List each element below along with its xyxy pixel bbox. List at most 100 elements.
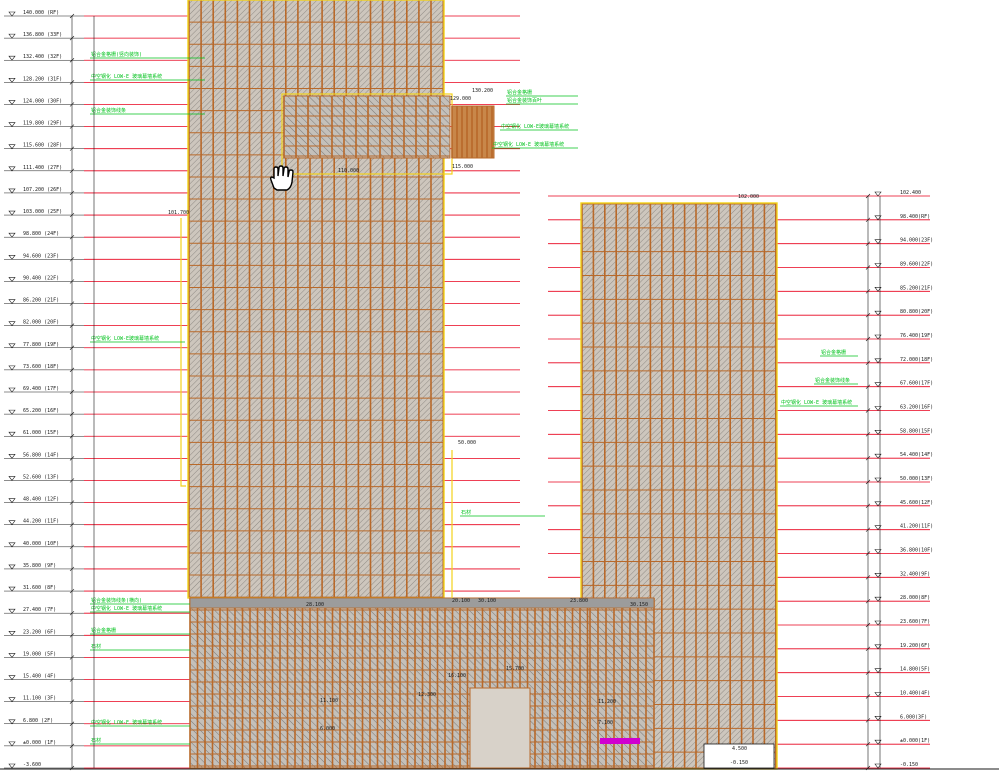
annotation-label: 石材: [91, 737, 101, 744]
right-level-label: 98.400(RF): [900, 214, 930, 220]
spot-level: 11.200: [598, 699, 616, 705]
left-level-label: 86.200 (21F): [23, 298, 59, 304]
left-level-label: 56.800 (14F): [23, 452, 59, 458]
dimension-tick: [69, 677, 75, 682]
annotation-label: 铝合金装饰线条: [815, 377, 850, 384]
dimension-tick: [69, 279, 75, 284]
right-level-label: 63.200(16F): [900, 405, 933, 411]
right-level-label: ±0.000(1F): [900, 738, 930, 744]
left-level-label: 15.400 (4F): [23, 674, 56, 680]
elevation-labels: 140.000 (RF)136.800 (33F)132.400 (32F)12…: [23, 10, 933, 768]
dimension-tick: [69, 699, 75, 704]
level-marker-icon: [8, 254, 16, 260]
sky-bridge-louver: [451, 105, 495, 159]
level-marker-icon: [8, 653, 16, 658]
left-level-label: 111.400 (27F): [23, 165, 62, 171]
dimension-tick: [865, 575, 871, 580]
spot-level: 4.500: [732, 746, 747, 752]
right-level-label: -0.150: [900, 762, 918, 768]
dimension-tick: [69, 102, 75, 107]
annotation-label: 石材: [91, 643, 101, 650]
level-marker-icon: [874, 453, 882, 459]
right-level-label: 32.400(9F): [900, 571, 930, 577]
dimension-tick: [865, 718, 871, 723]
left-level-label: -3.600: [23, 762, 41, 768]
dimension-tick: [865, 193, 871, 199]
right-level-label: 58.800(15F): [900, 428, 933, 434]
dimension-tick: [69, 234, 75, 240]
dimension-tick: [865, 336, 871, 342]
right-level-label: 102.400: [900, 190, 921, 196]
annotation-label: 铝合金格栅: [507, 89, 532, 96]
dimension-tick: [69, 610, 75, 616]
spot-level: 30.150: [630, 602, 648, 608]
dimension-tick: [69, 124, 75, 129]
dimension-tick: [69, 566, 75, 572]
level-marker-icon: [8, 11, 16, 17]
level-marker-icon: [874, 215, 882, 221]
level-marker-icon: [8, 299, 16, 305]
annotation-label: 铝合金格栅: [91, 627, 116, 634]
annotation-label: 石材: [461, 509, 471, 516]
level-marker-icon: [8, 498, 16, 504]
level-marker-icon: [8, 586, 16, 592]
spot-level: 101.700: [168, 210, 189, 216]
dimension-tick: [69, 168, 75, 174]
dimension-tick: [865, 265, 871, 270]
level-marker-icon: [8, 78, 16, 83]
right-level-label: 10.400(4F): [900, 691, 930, 697]
dimension-tick: [865, 527, 871, 532]
spot-level: 30.100: [478, 598, 496, 604]
dimension-tick: [865, 479, 871, 485]
material-annotations: 铝合金格栅(竖向装饰)中空钢化 LOW-E 玻璃幕墙系统铝合金装饰线条铝合金格栅…: [90, 51, 858, 745]
dimension-tick: [69, 434, 75, 439]
level-marker-icon: [874, 310, 882, 316]
right-level-label: 72.000(18F): [900, 357, 933, 363]
dimension-tick: [865, 408, 871, 413]
level-marker-icon: [8, 454, 16, 459]
level-marker-icon: [874, 263, 882, 268]
dimension-tick: [865, 312, 871, 318]
level-marker-icon: [8, 719, 16, 725]
level-marker-icon: [874, 334, 882, 340]
left-level-label: 82.000 (20F): [23, 320, 59, 326]
left-level-label: 77.800 (19F): [23, 342, 59, 348]
dimension-tick: [865, 360, 871, 366]
left-level-label: 52.600 (13F): [23, 474, 59, 480]
dimension-tick: [865, 670, 871, 675]
left-level-label: 44.200 (11F): [23, 519, 59, 525]
level-marker-icon: [874, 692, 882, 697]
dimension-tick: [69, 212, 75, 218]
level-marker-icon: [8, 33, 16, 39]
level-marker-icon: [8, 55, 16, 61]
spot-level: 12.300: [418, 692, 436, 698]
level-marker-icon: [874, 239, 882, 245]
level-marker-icon: [8, 387, 16, 393]
left-level-label: 40.000 (10F): [23, 541, 59, 547]
dimension-tick: [865, 289, 871, 294]
level-marker-icon: [874, 644, 882, 650]
right-level-label: 54.400(14F): [900, 452, 933, 458]
spot-level: 102.000: [738, 194, 759, 200]
annotation-label: 铝合金装饰百叶: [507, 97, 542, 104]
right-level-label: 45.600(12F): [900, 500, 933, 506]
level-marker-icon: [874, 358, 882, 364]
dimension-tick: [69, 500, 75, 505]
left-level-label: 6.800 (2F): [23, 718, 53, 724]
dimension-tick: [865, 455, 871, 461]
level-marker-icon: [874, 620, 882, 626]
level-marker-icon: [8, 697, 16, 703]
annotation-label: 铝合金格栅(竖向装饰): [91, 51, 142, 58]
spot-level: 20.100: [452, 598, 470, 604]
dimension-tick: [865, 622, 871, 628]
left-level-label: 69.400 (17F): [23, 386, 59, 392]
level-marker-icon: [8, 564, 16, 570]
left-level-label: 19.000 (5F): [23, 651, 56, 657]
dimension-tick: [69, 367, 75, 373]
dimension-tick: [69, 323, 75, 328]
dimension-tick: [69, 411, 75, 417]
right-level-label: 28.000(8F): [900, 595, 930, 601]
annotation-label: 中空钢化 LOW-E 玻璃幕墙系统: [493, 141, 564, 148]
dimension-tick: [69, 544, 75, 550]
